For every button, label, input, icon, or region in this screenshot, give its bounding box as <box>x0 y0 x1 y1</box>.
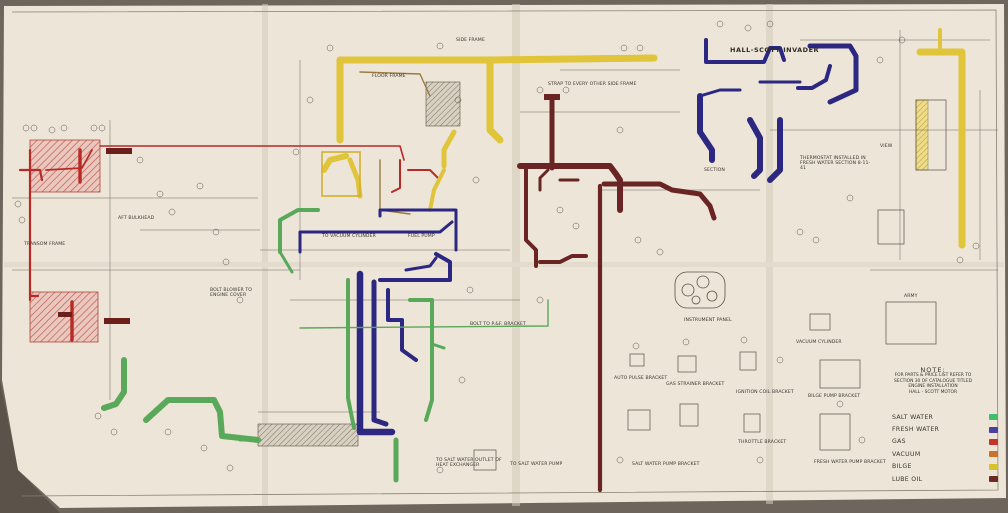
label-gas-strainer: GAS STRAINER BRACKET <box>666 382 725 387</box>
label-fresh-water-pump: FRESH WATER PUMP BRACKET <box>814 460 886 465</box>
legend-label: BILGE <box>892 463 912 471</box>
salt-water-lines <box>101 208 549 483</box>
label-ignition-coil: IGNITION COIL BRACKET <box>736 390 794 395</box>
sheet-border <box>11 9 999 497</box>
label-strap: STRAP TO EVERY OTHER SIDE FRAME <box>548 82 637 87</box>
label-fuel-pump: FUEL PUMP <box>408 234 435 239</box>
gas-fittings <box>58 148 132 324</box>
legend-label: SALT WATER <box>892 413 934 421</box>
legend-swatch <box>989 451 998 458</box>
note-heading: NOTE: <box>920 366 946 374</box>
label-side-frame: SIDE FRAME <box>456 38 485 43</box>
note-line: FOR PARTS & PRICE LIST REFER TO <box>894 373 972 379</box>
legend-swatch <box>989 476 998 483</box>
label-instrument-panel: INSTRUMENT PANEL <box>684 318 732 323</box>
legend-label: VACUUM <box>892 450 921 458</box>
exhaust-block <box>257 423 359 447</box>
label-pf-bracket: BOLT TO P.&F. BRACKET <box>470 322 526 327</box>
legend-swatch <box>989 438 998 445</box>
legend-label: LUBE OIL <box>892 475 923 483</box>
instrument-panel <box>674 271 726 309</box>
label-throttle-bracket: THROTTLE BRACKET <box>738 440 787 445</box>
lube-oil-fitting <box>544 94 560 100</box>
legend-item-bilge: BILGE <box>892 461 998 473</box>
floor-shadow <box>0 380 60 513</box>
lube-oil-lines <box>517 97 717 493</box>
bilge-lines <box>321 28 966 249</box>
label-army: ARMY <box>904 294 918 299</box>
label-thermostat: THERMOSTAT INSTALLED IN FRESH WATER SECT… <box>800 156 871 171</box>
label-salt-water-pump-to: TO SALT WATER PUMP <box>510 462 563 467</box>
note-line: HALL - SCOTT MOTOR <box>909 389 957 395</box>
legend-item-vacuum: VACUUM <box>892 448 998 460</box>
label-bilge-pump: BILGE PUMP BRACKET <box>808 394 861 399</box>
legend-item-fresh-water: FRESH WATER <box>892 423 998 435</box>
legend-swatch <box>989 463 998 470</box>
bilge-hatch-block <box>915 99 929 171</box>
label-vacuum-cylinder-part: VACUUM CYLINDER <box>796 340 842 345</box>
bilge-frame-box <box>321 151 361 197</box>
paper-folds <box>4 4 1004 506</box>
legend-item-gas: GAS <box>892 436 998 448</box>
legend-label: FRESH WATER <box>892 426 940 434</box>
label-transom-frame: TRANSOM FRAME <box>24 242 66 247</box>
color-legend: SALT WATER FRESH WATER GAS VACUUM BILGE … <box>892 411 998 485</box>
note-line: ENGINE INSTALLATION <box>908 384 958 390</box>
transom-block-upper <box>29 139 101 193</box>
bulkhead-block <box>425 81 461 127</box>
label-floor-frame: FLOOR FRAME <box>372 74 406 79</box>
parts-note: NOTE: FOR PARTS & PRICE LIST REFER TO SE… <box>890 366 976 395</box>
bracket-sketches <box>473 99 947 471</box>
label-section: SECTION <box>704 168 725 173</box>
legend-label: GAS <box>892 438 906 446</box>
label-aft-bulkhead: AFT BULKHEAD <box>118 216 155 221</box>
label-bolt-blower: BOLT BLOWER TO ENGINE COVER <box>210 288 252 298</box>
legend-swatch <box>989 414 998 421</box>
legend-swatch <box>989 426 998 433</box>
label-salt-water-pump: SALT WATER PUMP BRACKET <box>632 462 700 467</box>
label-salt-water-outlet: TO SALT WATER OUTLET OF HEAT EXCHANGER <box>436 458 502 468</box>
part-callouts <box>14 20 980 474</box>
engine-label: HALL-SCOTT INVADER <box>730 46 820 54</box>
note-line: SECTION 30 OF CATALOGUE TITLED <box>894 378 972 384</box>
label-auto-pulse: AUTO PULSE BRACKET <box>614 376 668 381</box>
legend-item-lube-oil: LUBE OIL <box>892 473 998 485</box>
gas-lines <box>18 145 439 342</box>
label-view: VIEW <box>880 144 893 149</box>
legend-item-salt-water: SALT WATER <box>892 411 998 423</box>
label-vacuum-cylinder: TO VACUUM CYLINDER <box>322 234 376 239</box>
